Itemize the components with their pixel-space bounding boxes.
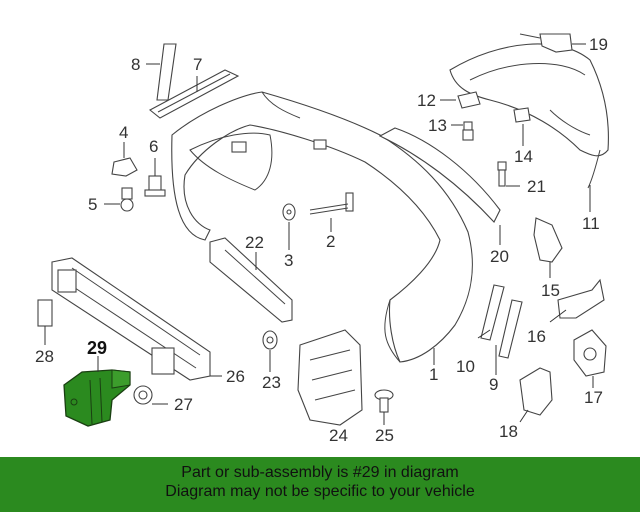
part-2-bolt[interactable] bbox=[309, 192, 354, 215]
callout-3: 3 bbox=[284, 251, 293, 270]
callout-9: 9 bbox=[489, 375, 498, 394]
part-16-bracket[interactable] bbox=[557, 278, 605, 319]
part-13-bolt[interactable] bbox=[462, 121, 474, 141]
banner-line-2: Diagram may not be specific to your vehi… bbox=[165, 483, 475, 500]
callout-4: 4 bbox=[119, 123, 128, 142]
callout-16: 16 bbox=[527, 327, 546, 346]
part-24-bracket[interactable] bbox=[297, 329, 363, 426]
part-1-bumper-cover[interactable] bbox=[171, 91, 473, 363]
callout-23: 23 bbox=[262, 373, 281, 392]
part-25-push-pin[interactable] bbox=[374, 389, 394, 413]
part-22-absorber[interactable] bbox=[209, 237, 293, 323]
parts-diagram: 1 2 3 4 5 6 7 8 9 10 11 12 13 14 15 16 1… bbox=[35, 33, 609, 445]
part-18-bracket[interactable] bbox=[519, 367, 553, 416]
leader-lines bbox=[44, 43, 594, 425]
part-9-trim-strip[interactable] bbox=[498, 299, 523, 359]
part-10-trim-strip[interactable] bbox=[480, 284, 505, 341]
callout-18: 18 bbox=[499, 422, 518, 441]
callout-17: 17 bbox=[584, 388, 603, 407]
callout-1: 1 bbox=[429, 365, 438, 384]
info-banner: Part or sub-assembly is #29 in diagram D… bbox=[0, 457, 640, 512]
banner-line-1: Part or sub-assembly is #29 in diagram bbox=[181, 464, 459, 481]
callout-8: 8 bbox=[131, 55, 140, 74]
callout-11: 11 bbox=[582, 214, 600, 233]
part-14-retainer[interactable] bbox=[513, 107, 531, 123]
callout-21: 21 bbox=[527, 177, 546, 196]
callout-29: 29 bbox=[87, 338, 107, 358]
callout-6: 6 bbox=[149, 137, 158, 156]
callout-26: 26 bbox=[226, 367, 245, 386]
part-5-screw[interactable] bbox=[120, 187, 134, 212]
callout-25: 25 bbox=[375, 426, 394, 445]
part-28-pad[interactable] bbox=[37, 299, 53, 327]
part-4-clip[interactable] bbox=[111, 157, 138, 177]
callout-15: 15 bbox=[541, 281, 560, 300]
part-29-crash-box[interactable] bbox=[63, 369, 131, 427]
part-26-reinforcement[interactable] bbox=[51, 257, 211, 381]
callout-13: 13 bbox=[428, 116, 447, 135]
part-21-screw[interactable] bbox=[497, 161, 507, 187]
callout-7: 7 bbox=[193, 55, 202, 74]
callout-24: 24 bbox=[329, 426, 348, 445]
part-20-side-trim[interactable] bbox=[378, 127, 501, 223]
part-3-washer[interactable] bbox=[282, 203, 296, 221]
part-23-grommet[interactable] bbox=[262, 330, 278, 350]
part-19-harness-bracket[interactable] bbox=[519, 33, 573, 53]
part-27-nut[interactable] bbox=[133, 385, 153, 405]
callout-28: 28 bbox=[35, 347, 54, 366]
callout-2: 2 bbox=[326, 232, 335, 251]
callout-22: 22 bbox=[245, 233, 264, 252]
callout-14: 14 bbox=[514, 147, 533, 166]
callout-20: 20 bbox=[490, 247, 509, 266]
callout-10: 10 bbox=[456, 357, 475, 376]
callout-12: 12 bbox=[417, 91, 436, 110]
part-7-seal-strip[interactable] bbox=[149, 69, 240, 119]
part-12-clip[interactable] bbox=[457, 91, 481, 109]
callout-labels: 1 2 3 4 5 6 7 8 9 10 11 12 13 14 15 16 1… bbox=[35, 35, 608, 445]
part-15-bracket[interactable] bbox=[533, 217, 563, 263]
part-11-diffuser[interactable] bbox=[449, 43, 609, 189]
part-6-nut[interactable] bbox=[144, 175, 166, 197]
callout-27: 27 bbox=[174, 395, 193, 414]
callout-5: 5 bbox=[88, 195, 97, 214]
part-17-sensor-housing[interactable] bbox=[573, 329, 607, 377]
part-8-bracket-strip[interactable] bbox=[156, 43, 177, 101]
callout-19: 19 bbox=[589, 35, 608, 54]
